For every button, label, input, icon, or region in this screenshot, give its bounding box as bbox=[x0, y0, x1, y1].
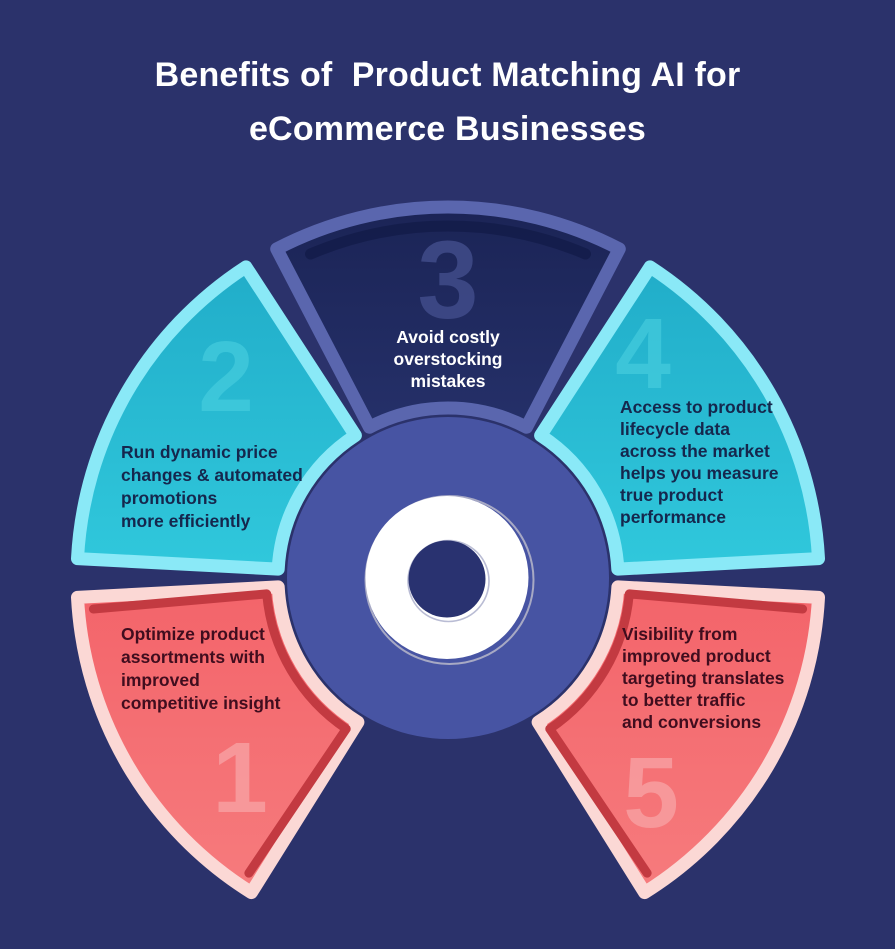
segment-2: 2 Run dynamic price changes & automated … bbox=[71, 260, 362, 576]
hub-center-dot bbox=[408, 540, 486, 618]
segment-3-shape bbox=[270, 200, 626, 434]
segment-5-label-line-1: Visibility from bbox=[622, 624, 737, 644]
segment-5-label-line-4: to better traffic bbox=[622, 690, 746, 710]
segment-5-number: 5 bbox=[623, 737, 679, 849]
segment-4-label-line-1: Access to product bbox=[620, 397, 773, 417]
segment-3-number: 3 bbox=[417, 219, 478, 342]
segment-4-label-line-3: across the market bbox=[620, 441, 770, 461]
segment-1-number: 1 bbox=[212, 722, 268, 834]
segment-4-number: 4 bbox=[615, 298, 671, 410]
segment-3-inner-shadow bbox=[305, 220, 591, 260]
segment-3-label-line-2: overstocking bbox=[394, 349, 503, 369]
segment-5: 5 Visibility from improved product targe… bbox=[531, 580, 825, 900]
segment-3-label-line-3: mistakes bbox=[411, 371, 486, 391]
segment-3-label-line-1: Avoid costly bbox=[396, 327, 500, 347]
segment-5-label: Visibility from improved product targeti… bbox=[622, 624, 785, 732]
segment-5-inner-shadow bbox=[545, 589, 808, 878]
segment-2-shape bbox=[71, 260, 362, 576]
segment-4-label-line-6: performance bbox=[620, 507, 726, 527]
segment-2-label-line-2: changes & automated bbox=[121, 465, 303, 485]
segment-2-label-line-4: more efficiently bbox=[121, 511, 251, 531]
segment-5-label-line-2: improved product bbox=[622, 646, 771, 666]
segment-3: 3 Avoid costly overstocking mistakes bbox=[270, 200, 626, 434]
segment-5-label-line-5: and conversions bbox=[622, 712, 761, 732]
hub bbox=[287, 417, 609, 739]
segment-2-label-line-3: promotions bbox=[121, 488, 218, 508]
segment-4-label-line-2: lifecycle data bbox=[620, 419, 730, 439]
segment-2-number: 2 bbox=[198, 321, 254, 433]
segment-1: 1 Optimize product assortments with impr… bbox=[71, 580, 365, 900]
hub-dot-outline bbox=[407, 539, 490, 623]
segment-3-label: Avoid costly overstocking mistakes bbox=[394, 327, 503, 391]
segment-4: 4 Access to product lifecycle data acros… bbox=[534, 260, 825, 576]
segment-2-label: Run dynamic price changes & automated pr… bbox=[121, 442, 303, 531]
segment-4-label-line-5: true product bbox=[620, 485, 723, 505]
segment-4-shape bbox=[534, 260, 825, 576]
segment-4-label: Access to product lifecycle data across … bbox=[620, 397, 779, 527]
segment-1-label-line-3: improved bbox=[121, 670, 200, 690]
segment-4-label-line-4: helps you measure bbox=[620, 463, 779, 483]
infographic-title-line-1: Benefits of Product Matching AI for bbox=[154, 56, 741, 94]
segment-1-label: Optimize product assortments with improv… bbox=[121, 624, 281, 713]
infographic-title-line-2: eCommerce Businesses bbox=[248, 110, 647, 148]
segment-1-label-line-1: Optimize product bbox=[121, 624, 265, 644]
segment-1-label-line-4: competitive insight bbox=[121, 693, 281, 713]
segment-5-label-line-3: targeting translates bbox=[622, 668, 785, 688]
segment-1-inner-shadow bbox=[88, 589, 351, 878]
hub-ring-outline bbox=[364, 495, 535, 665]
segment-1-label-line-2: assortments with bbox=[121, 647, 265, 667]
segment-2-label-line-1: Run dynamic price bbox=[121, 442, 278, 462]
